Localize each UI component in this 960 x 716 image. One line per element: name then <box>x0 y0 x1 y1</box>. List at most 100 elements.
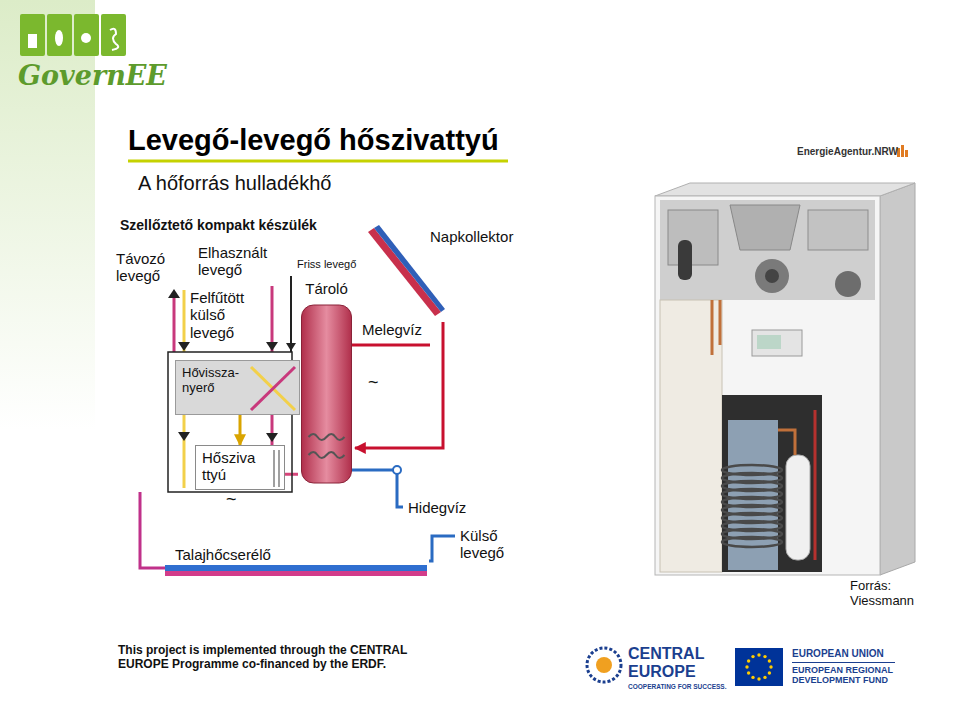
solar-collector: Napkollektor <box>365 222 530 322</box>
air-label: Friss levegő <box>297 258 356 271</box>
pipe-connector <box>239 415 242 445</box>
heat-pump-box: Hősziva ttyú <box>195 445 285 490</box>
cabinet-side <box>880 183 915 575</box>
programme-logo-text: CENTRAL EUROPE <box>628 645 704 682</box>
storage-tank-outline <box>298 280 355 485</box>
eu-flag <box>735 648 783 686</box>
crossflow-line <box>251 367 295 410</box>
coil-turn <box>722 465 782 475</box>
star <box>747 671 750 674</box>
title-underline <box>128 160 508 163</box>
heating-coil <box>722 465 782 547</box>
coil-turn <box>722 521 782 531</box>
hot-pipe <box>814 410 817 560</box>
logo-wordmark: GovernEE <box>18 60 167 91</box>
copper-pipe <box>712 300 720 355</box>
emblem-ring <box>587 648 621 682</box>
star <box>768 659 771 662</box>
ground-heat-exchanger: Talajhőcserélő <box>165 546 427 578</box>
logo-bar <box>905 150 908 157</box>
source-note: Forrás: Viessmann <box>850 579 914 609</box>
logo-icon <box>110 29 118 50</box>
outside-air-pipe <box>429 536 455 561</box>
component-label: Hősziva ttyú <box>202 449 255 484</box>
upper-cutaway <box>660 200 875 300</box>
slide-title: Levegő-levegő hőszivattyú <box>128 124 499 157</box>
refrigerant-lines <box>274 450 279 487</box>
exchanger-band <box>165 571 427 576</box>
eu-rule <box>792 662 895 663</box>
flow-arrow <box>178 342 190 351</box>
star <box>757 677 760 680</box>
star <box>768 671 771 674</box>
eu-label: EUROPEAN REGIONAL DEVELOPMENT FUND <box>792 665 904 686</box>
heat-recovery-box: Hővissza- nyerő <box>175 360 300 415</box>
air-label: Távozó levegő <box>116 250 165 285</box>
logo-square <box>101 14 126 56</box>
extract-duct <box>271 414 274 446</box>
tank-coil <box>309 434 345 440</box>
coil-turn <box>722 505 782 515</box>
coil-turn <box>722 537 782 547</box>
exhaust-duct <box>173 292 176 352</box>
coil-turn <box>722 481 782 491</box>
programme-slogan: COOPERATING FOR SUCCESS. <box>628 683 726 690</box>
unit-heading: Szellőztető kompakt készülék <box>120 217 317 233</box>
compact-unit: Szellőztető kompakt készülékHővissza- ny… <box>113 215 325 492</box>
coil-turn <box>722 489 782 499</box>
footer-rule <box>95 626 960 629</box>
hot-water-pipe <box>351 344 430 347</box>
air-label: Elhasznált levegő <box>198 244 267 279</box>
tank-label: Tároló <box>298 280 355 297</box>
exchanger-band <box>165 565 427 571</box>
logo-square <box>20 14 45 56</box>
star <box>769 665 772 668</box>
air-label: Külső levegő <box>460 527 504 562</box>
flow-arrow <box>178 432 190 441</box>
logo-square <box>74 14 99 56</box>
air-label: Felfűtött külső levegő <box>190 289 244 341</box>
extract-duct <box>271 286 274 352</box>
logo-bar <box>901 145 904 157</box>
partner-logo-text: EnergieAgentur.NRW <box>797 146 898 158</box>
component-label: Hővissza- nyerő <box>182 366 239 396</box>
tilde-symbol: ~ <box>226 489 237 510</box>
inner-cylinder <box>728 420 778 570</box>
tank-casing <box>660 300 722 572</box>
logo-square <box>47 14 72 56</box>
logo-icon <box>55 30 63 46</box>
flow-arrow <box>168 289 180 298</box>
pipe-connector <box>355 322 443 448</box>
star <box>747 659 750 662</box>
star <box>763 676 766 679</box>
exchanger-label: Talajhőcserélő <box>175 546 271 563</box>
programme-emblem <box>587 648 621 682</box>
logo-squares <box>20 14 126 56</box>
water-label: Melegvíz <box>360 321 424 338</box>
control-panel <box>752 330 802 356</box>
pipe-connector <box>140 492 165 568</box>
fresh-air-duct <box>290 276 292 352</box>
water-label: Hidegvíz <box>408 499 466 516</box>
product-illustration <box>655 183 915 575</box>
lower-cutaway <box>722 395 822 572</box>
tank-cylinder <box>302 305 352 483</box>
fan-wheel <box>755 259 789 293</box>
storage-tank: Tároló <box>298 280 355 485</box>
display-screen <box>757 335 781 349</box>
cabinet-top <box>655 183 915 196</box>
flow-arrow <box>266 342 278 351</box>
logo-icon <box>28 34 37 48</box>
flag-stars <box>745 653 772 680</box>
partner-logo-mark <box>897 145 908 157</box>
emblem-core <box>596 657 612 673</box>
copper-pipe <box>778 430 795 455</box>
coil-turn <box>722 529 782 539</box>
flow-arrow <box>266 433 278 442</box>
fan-hub <box>765 269 779 283</box>
tank-coil <box>309 452 345 458</box>
logo-icon <box>81 33 91 43</box>
coil-turn <box>722 473 782 483</box>
fan-housing <box>668 210 718 265</box>
